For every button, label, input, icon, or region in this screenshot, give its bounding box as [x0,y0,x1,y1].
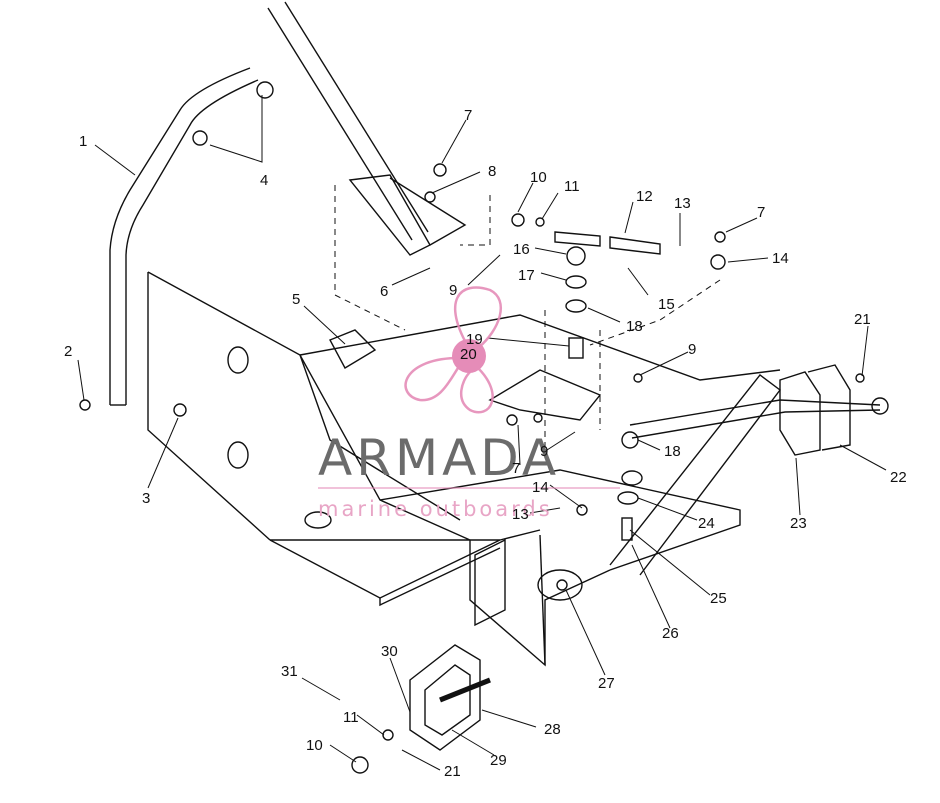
callout-25: 25 [710,590,727,607]
leader-lines [77,95,887,771]
callout-13-top: 13 [674,195,691,212]
callout-3: 3 [142,490,150,507]
callout-4: 4 [260,172,268,189]
callout-21-right: 21 [854,311,871,328]
callout-15: 15 [658,296,675,313]
callout-9-right: 9 [688,341,696,358]
callout-9-mid: 9 [540,443,548,460]
callout-12: 12 [636,188,653,205]
callout-11-bottom: 11 [343,709,359,726]
callout-27: 27 [598,675,615,692]
callout-6: 6 [380,283,388,300]
callout-18-top: 18 [626,318,643,335]
callout-31: 31 [281,663,298,680]
callout-22: 22 [890,469,907,486]
callout-16: 16 [513,241,530,258]
callout-10: 10 [530,169,547,186]
callout-11: 11 [564,178,580,195]
callout-2: 2 [64,343,72,360]
watermark: ARMADA marine outboards [318,286,620,521]
callout-19: 19 [466,331,483,348]
callout-labels: 1 2 3 4 5 6 7 8 9 10 11 12 13 7 14 16 17… [64,107,907,780]
callout-10-bottom: 10 [306,737,323,754]
callout-14-top: 14 [772,250,789,267]
callout-14-bottom: 14 [532,479,549,496]
callout-17: 17 [518,267,535,284]
propeller-hub [452,339,486,373]
drawing-lines [79,1,889,774]
callout-8: 8 [488,163,496,180]
callout-24: 24 [698,515,715,532]
callout-9-left: 9 [449,282,457,299]
callout-1: 1 [79,133,87,150]
callout-28: 28 [544,721,561,738]
callout-29: 29 [490,752,507,769]
watermark-title: ARMADA [318,429,560,487]
callout-20: 20 [460,346,477,363]
callout-13-bottom: 13 [512,506,529,523]
callout-26: 26 [662,625,679,642]
callout-30: 30 [381,643,398,660]
callout-7-mid: 7 [512,460,520,477]
callout-7-right: 7 [757,204,765,221]
watermark-subtitle: marine outboards [318,497,553,521]
callout-7-top: 7 [464,107,472,124]
callout-5: 5 [292,291,300,308]
callout-18-bottom: 18 [664,443,681,460]
callout-23: 23 [790,515,807,532]
callout-21-bottom: 21 [444,763,461,780]
propeller-logo-icon [404,286,502,414]
